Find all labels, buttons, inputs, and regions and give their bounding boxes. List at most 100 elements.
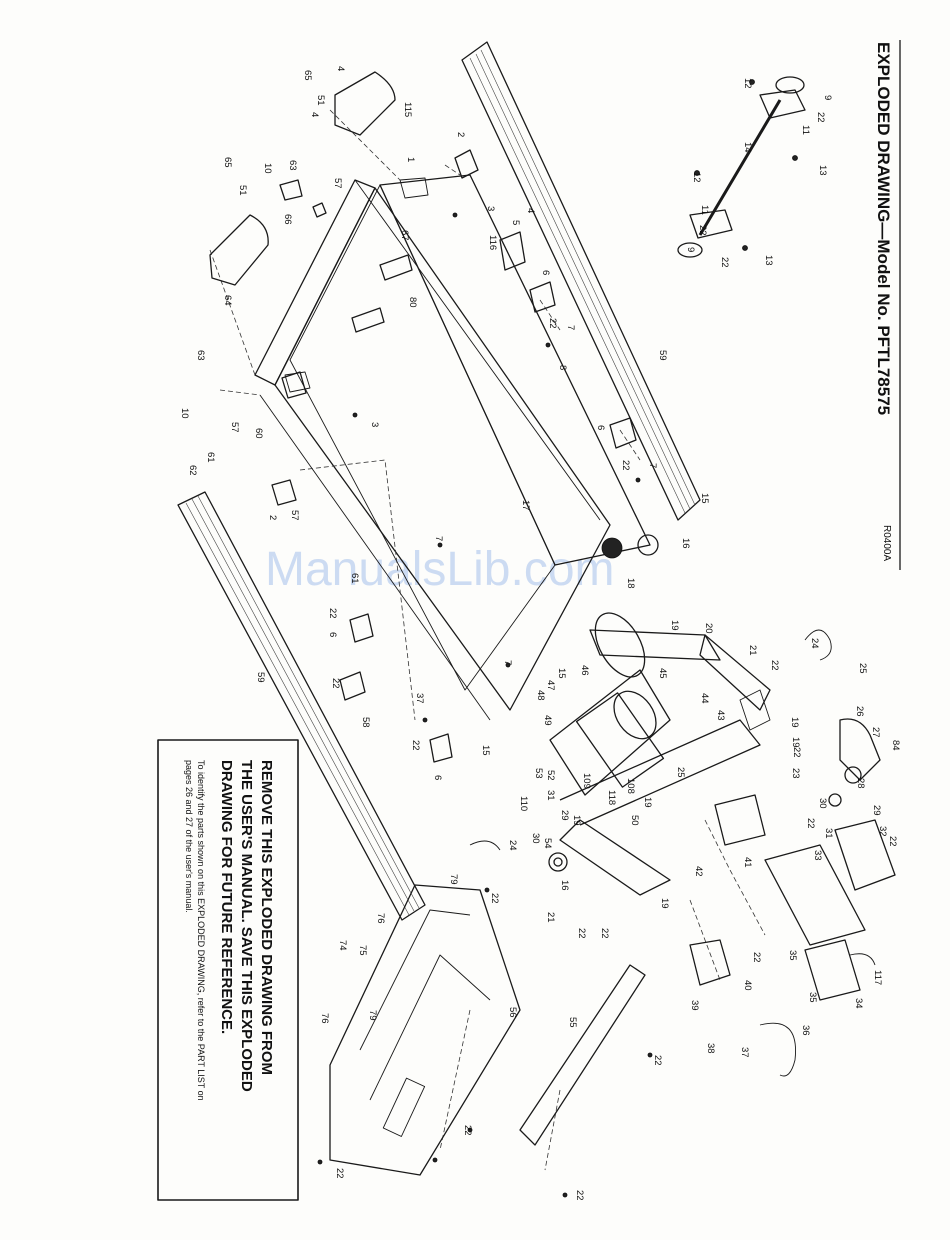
part-label: 3 <box>369 422 380 427</box>
part-label: 7 <box>433 536 444 541</box>
part-label: 63 <box>287 160 298 171</box>
part-label: 22 <box>599 928 610 939</box>
part-label: 8 <box>557 365 568 370</box>
part-label: 23 <box>790 768 801 779</box>
part-label: 35 <box>787 950 798 961</box>
part-label: 22 <box>791 747 802 758</box>
part-label: 46 <box>579 665 590 676</box>
part-label: 3 <box>485 206 496 211</box>
part-label: 19 <box>571 815 582 826</box>
part-label: 33 <box>812 850 823 861</box>
part-label: 24 <box>507 840 518 851</box>
notice-line-2: THE USER'S MANUAL. SAVE THIS EXPLODED <box>238 760 255 1092</box>
part-label: 7 <box>565 325 576 330</box>
part-label: 51 <box>237 185 248 196</box>
part-label: 7 <box>502 660 513 665</box>
part-label: 47 <box>545 680 556 691</box>
part-label: 76 <box>375 913 386 924</box>
part-label: 12 <box>742 78 753 89</box>
part-label: 65 <box>302 70 313 81</box>
part-label: 56 <box>507 1007 518 1018</box>
part-label: 18 <box>625 578 636 589</box>
part-label: 30 <box>817 798 828 809</box>
part-label: 22 <box>574 1190 585 1201</box>
part-label: 65 <box>222 157 233 168</box>
part-label: 45 <box>657 668 668 679</box>
part-label: 22 <box>489 893 500 904</box>
part-label: 22 <box>815 112 826 123</box>
part-label: 6 <box>327 632 338 637</box>
part-label: 64 <box>222 295 233 306</box>
part-label: 31 <box>545 790 556 801</box>
side-rail-left <box>177 491 426 921</box>
part-label: 54 <box>542 838 553 849</box>
part-label: 32 <box>877 826 888 837</box>
part-label: 12 <box>691 172 702 183</box>
part-label: 11 <box>699 205 710 215</box>
part-label: 48 <box>535 690 546 701</box>
part-label: 39 <box>689 1000 700 1011</box>
part-label: 31 <box>823 828 834 839</box>
notice-box: REMOVE THIS EXPLODED DRAWING FROM THE US… <box>157 739 299 1201</box>
part-label: 22 <box>805 818 816 829</box>
part-label: 9 <box>685 247 696 252</box>
part-label: 36 <box>800 1025 811 1036</box>
deck <box>289 174 651 691</box>
part-label: 116 <box>487 235 498 250</box>
part-label: 79 <box>367 1010 378 1021</box>
part-label: 67 <box>399 230 410 241</box>
guide-lines <box>209 109 766 1171</box>
part-label: 15 <box>699 493 710 504</box>
part-label: 10 <box>262 163 273 174</box>
part-label: 25 <box>675 767 686 778</box>
part-label: 21 <box>545 912 556 923</box>
part-label: 52 <box>545 770 556 781</box>
part-label: 16 <box>680 538 691 549</box>
part-label: 22 <box>330 678 341 689</box>
part-label: 41 <box>742 857 753 868</box>
part-label: 42 <box>693 866 704 877</box>
notice-line-1: REMOVE THIS EXPLODED DRAWING FROM <box>258 760 275 1075</box>
part-label: 2 <box>455 132 466 137</box>
part-label: 62 <box>187 465 198 476</box>
part-label: 28 <box>855 778 866 789</box>
part-label: 80 <box>407 297 418 308</box>
part-label: 22 <box>652 1055 663 1066</box>
part-label: 22 <box>620 460 631 471</box>
part-label: 55 <box>567 1017 578 1028</box>
part-label: 118 <box>606 790 617 805</box>
part-label: 61 <box>349 573 360 584</box>
part-label: 22 <box>887 836 898 847</box>
rear-roller <box>677 76 806 258</box>
motor-assembly <box>549 534 671 796</box>
part-label: 50 <box>629 815 640 826</box>
part-label: 19 <box>642 797 653 808</box>
part-label: 17 <box>520 500 531 511</box>
end-caps <box>209 71 396 286</box>
part-label: 75 <box>357 945 368 956</box>
drawing-title: EXPLODED DRAWING—Model No. PFTL78575 <box>874 42 893 415</box>
part-label: 14 <box>742 142 753 153</box>
part-label: 59 <box>657 350 668 361</box>
part-label: 38 <box>705 1043 716 1054</box>
part-label: 57 <box>332 178 343 189</box>
part-label: 109 <box>581 773 592 789</box>
part-label: 115 <box>402 102 413 117</box>
part-label: 37 <box>739 1047 750 1058</box>
part-label: 29 <box>559 810 570 821</box>
part-label: 34 <box>853 998 864 1009</box>
part-label: 26 <box>854 706 865 717</box>
part-label: 22 <box>576 928 587 939</box>
part-label: 22 <box>334 1168 345 1179</box>
part-label: 108 <box>625 778 636 794</box>
part-label: 21 <box>747 645 758 656</box>
part-label: 59 <box>255 672 266 683</box>
part-label: 35 <box>807 992 818 1003</box>
part-label: 79 <box>448 874 459 885</box>
electronics <box>689 718 896 1001</box>
part-label: 22 <box>410 740 421 751</box>
part-label: 84 <box>890 740 901 751</box>
wheels <box>548 852 568 872</box>
